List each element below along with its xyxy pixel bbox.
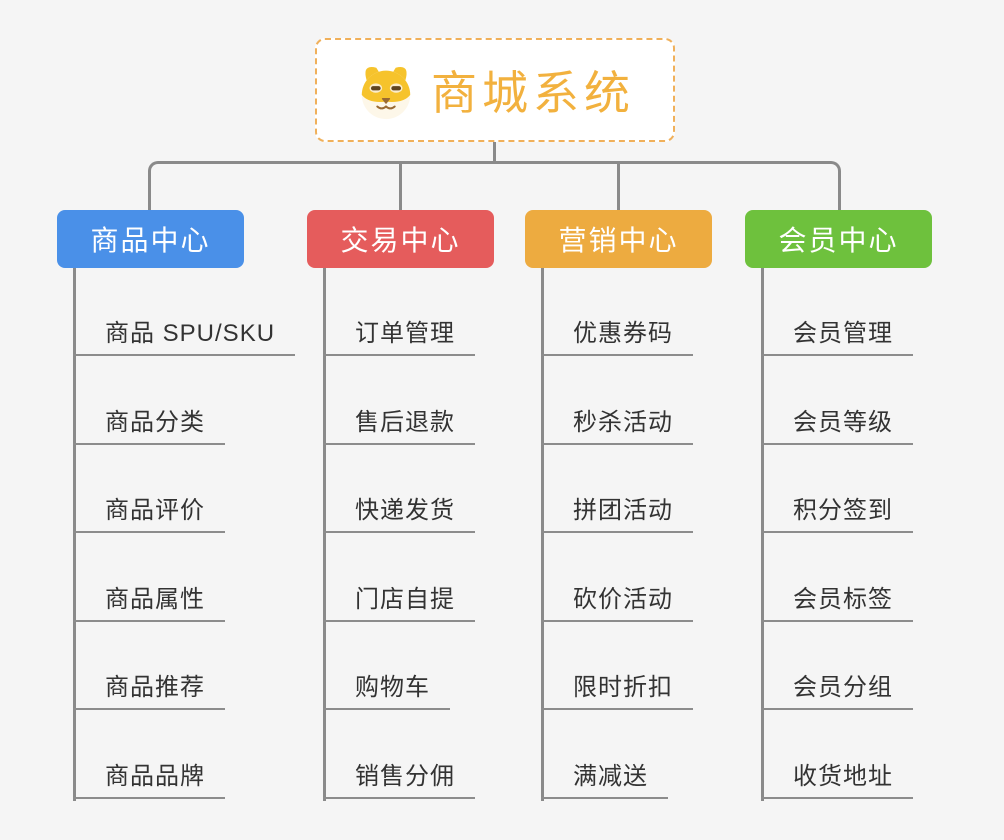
connector-branch-line (541, 268, 544, 801)
connector-drop-trade (399, 161, 402, 210)
branch-node-marketing-center[interactable]: 营销中心 (525, 210, 712, 268)
leaf-node[interactable]: 商品分类 (73, 403, 225, 445)
connector-branch-line (323, 268, 326, 801)
leaf-node[interactable]: 门店自提 (323, 580, 475, 622)
branch-node-member-center[interactable]: 会员中心 (745, 210, 932, 268)
leaf-node[interactable]: 商品评价 (73, 491, 225, 533)
leaf-node[interactable]: 商品属性 (73, 580, 225, 622)
leaf-node[interactable]: 商品 SPU/SKU (73, 314, 296, 356)
root-node-mall-system[interactable]: 商城系统 (315, 38, 675, 142)
leaf-node[interactable]: 砍价活动 (541, 580, 693, 622)
leaf-node[interactable]: 会员等级 (761, 403, 913, 445)
leaf-node[interactable]: 积分签到 (761, 491, 913, 533)
leaf-node[interactable]: 会员分组 (761, 668, 913, 710)
connector-branch-line (73, 268, 76, 801)
leaf-node[interactable]: 优惠券码 (541, 314, 693, 356)
connector-branch-line (761, 268, 764, 801)
leaf-node[interactable]: 限时折扣 (541, 668, 693, 710)
connector-root-stem (493, 142, 496, 162)
leaf-node[interactable]: 商品品牌 (73, 757, 225, 799)
leaf-node[interactable]: 会员管理 (761, 314, 913, 356)
leaf-node[interactable]: 购物车 (323, 668, 450, 710)
branch-node-trade-center[interactable]: 交易中心 (307, 210, 494, 268)
leaf-node[interactable]: 订单管理 (323, 314, 475, 356)
leaf-node[interactable]: 快递发货 (323, 491, 475, 533)
leaf-node[interactable]: 会员标签 (761, 580, 913, 622)
root-title: 商城系统 (431, 67, 635, 119)
leaf-node[interactable]: 拼团活动 (541, 491, 693, 533)
dog-icon (361, 66, 411, 120)
connector-bus (148, 161, 841, 210)
leaf-node[interactable]: 满减送 (541, 757, 668, 799)
connector-drop-marketing (617, 161, 620, 210)
branch-node-product-center[interactable]: 商品中心 (57, 210, 244, 268)
leaf-node[interactable]: 收货地址 (761, 757, 913, 799)
leaf-node[interactable]: 销售分佣 (323, 757, 475, 799)
leaf-node[interactable]: 秒杀活动 (541, 403, 693, 445)
leaf-node[interactable]: 商品推荐 (73, 668, 225, 710)
leaf-node[interactable]: 售后退款 (323, 403, 475, 445)
